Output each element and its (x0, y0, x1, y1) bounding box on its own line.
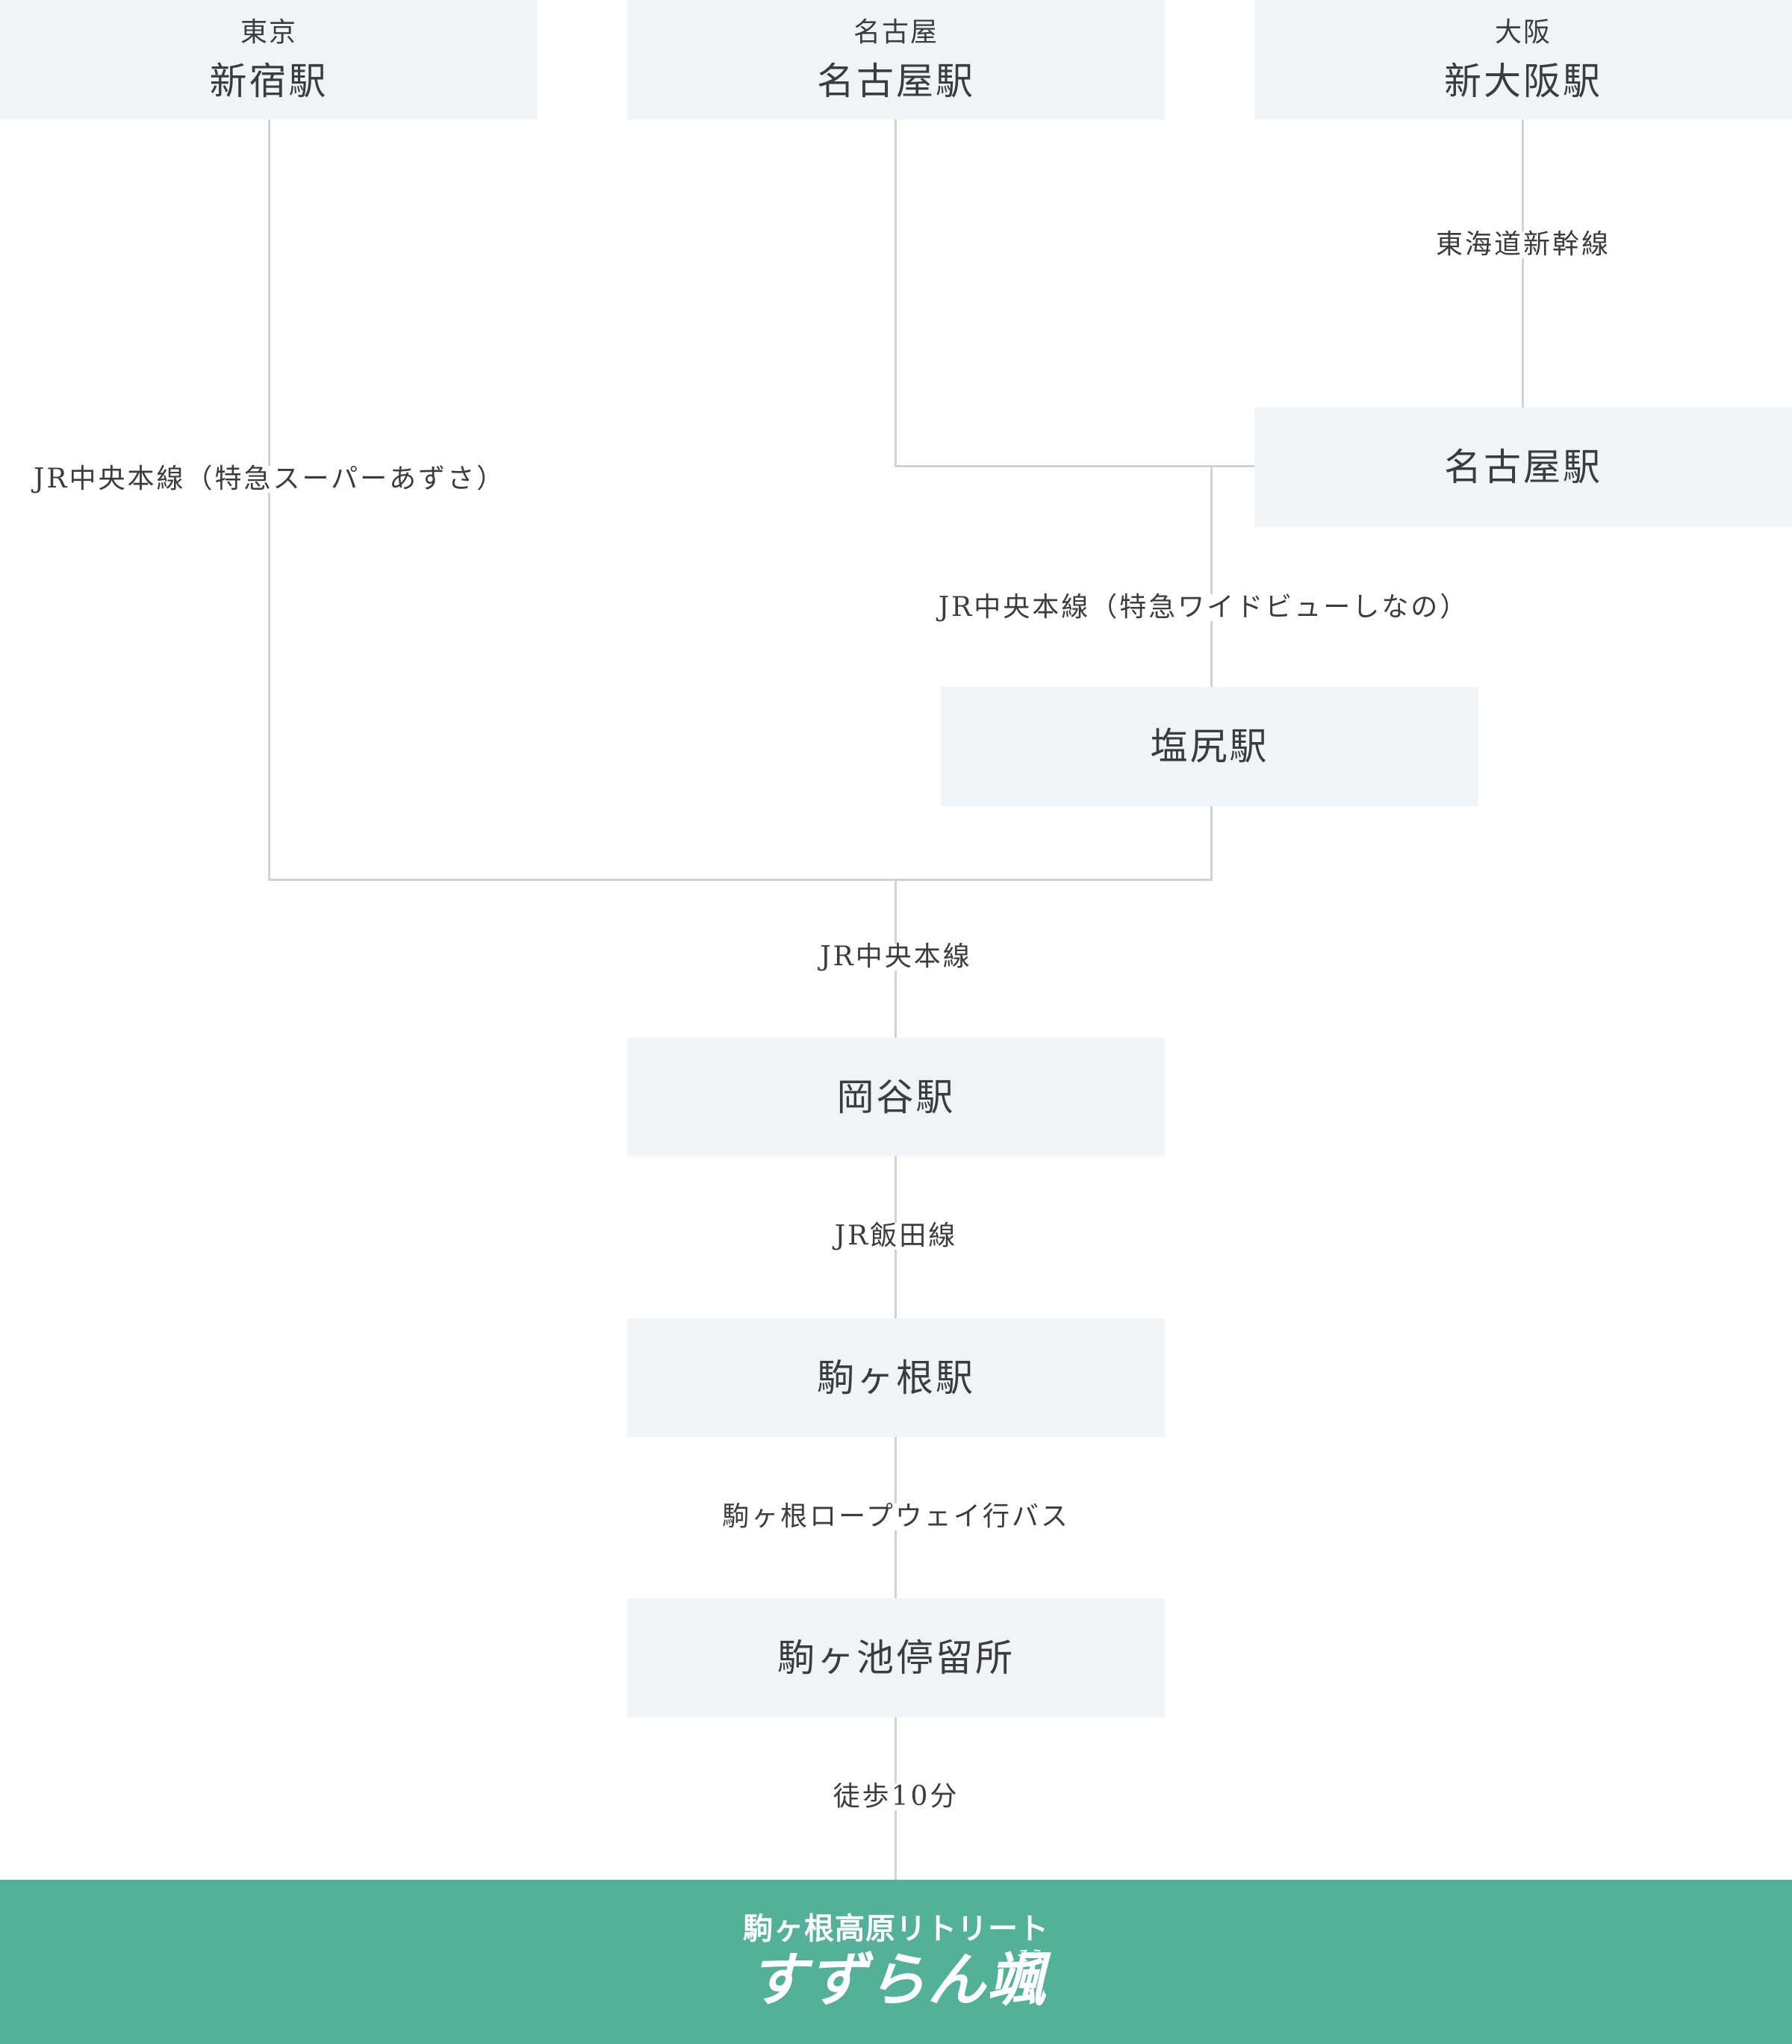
line-shinosaka-down (1522, 119, 1524, 408)
station-name: 新宿駅 (209, 60, 329, 103)
route-label-iida: JR飯田線 (830, 1223, 962, 1250)
route-label-bus: 駒ヶ根ロープウェイ行バス (718, 1504, 1074, 1530)
station-nagoya-transfer-box: 名古屋駅 (1254, 408, 1792, 527)
station-name: 名古屋駅 (817, 60, 975, 103)
logo-title-row: すずらん颯 そう (747, 1947, 1047, 2014)
logo-title: すずらん颯 (747, 1947, 1047, 2014)
origin-nagoya-box: 名古屋 名古屋駅 (627, 0, 1165, 119)
resort-logo: 駒ヶ根高原リトリート すずらん颯 そう (743, 1914, 1049, 2010)
station-name: 駒ヶ根駅 (817, 1356, 975, 1400)
route-label-chuo-shinano: JR中央本線（特急ワイドビューしなの） (933, 594, 1474, 621)
station-shiojiri-box: 塩尻駅 (941, 687, 1478, 806)
line-shinjuku-down (268, 119, 270, 881)
station-komagane-box: 駒ヶ根駅 (627, 1318, 1165, 1437)
origin-area-label: 東京 (240, 17, 297, 48)
stop-komaike-box: 駒ヶ池停留所 (627, 1598, 1165, 1717)
origin-area-label: 名古屋 (853, 17, 939, 48)
line-shiojiri-down (1210, 806, 1213, 881)
station-name: 塩尻駅 (1150, 725, 1269, 768)
route-label-chuo-azusa: JR中央本線（特急スーパーあずさ） (28, 466, 511, 493)
station-name: 駒ヶ池停留所 (777, 1636, 1015, 1680)
station-name: 新大阪駅 (1444, 60, 1602, 103)
line-junction-horizontal (268, 879, 1213, 881)
line-shinano-down (1210, 465, 1213, 689)
route-label-chuo: JR中央本線 (815, 944, 977, 970)
destination-footer: 駒ヶ根高原リトリート すずらん颯 そう (0, 1880, 1792, 2044)
station-name: 岡谷駅 (836, 1075, 956, 1119)
origin-area-label: 大阪 (1494, 17, 1552, 48)
origin-osaka-box: 大阪 新大阪駅 (1254, 0, 1792, 119)
logo-subtitle: 駒ヶ根高原リトリート (743, 1912, 1049, 1946)
route-label-walk: 徒歩10分 (828, 1783, 964, 1810)
route-label-tokaido-shinkansen: 東海道新幹線 (1431, 231, 1616, 258)
origin-tokyo-box: 東京 新宿駅 (0, 0, 538, 119)
logo-ruby: そう (1017, 1948, 1044, 1964)
line-nagoya-to-shinano (895, 465, 1255, 467)
station-okaya-box: 岡谷駅 (627, 1038, 1165, 1156)
station-name: 名古屋駅 (1444, 446, 1602, 489)
line-nagoya-origin-down (895, 119, 897, 467)
